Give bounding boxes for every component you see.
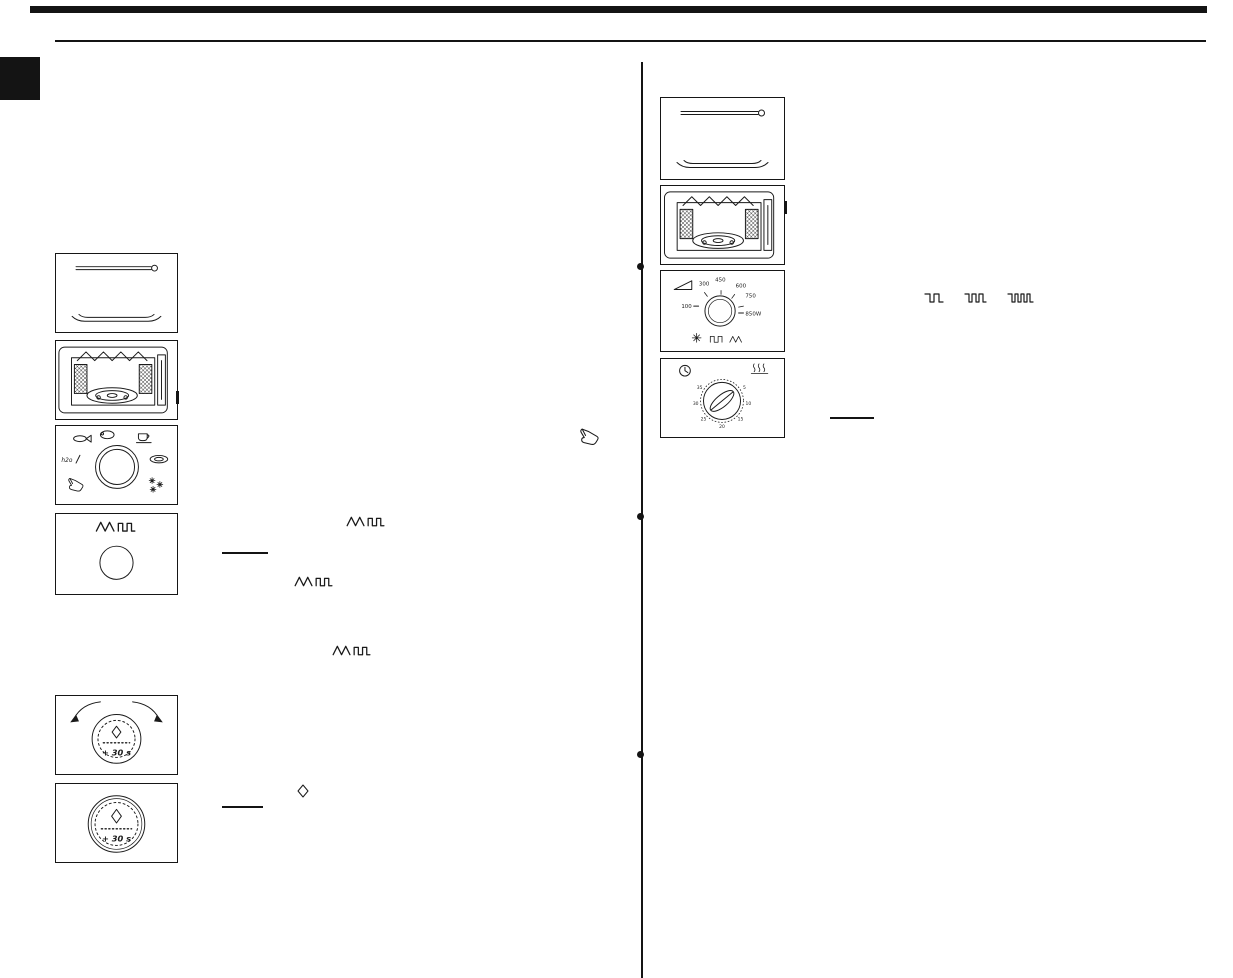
water-label: h2o bbox=[61, 458, 72, 464]
hand-press-icon bbox=[578, 427, 599, 446]
grill-zigzag-icon bbox=[729, 335, 742, 343]
power-level-3-icon bbox=[1007, 293, 1034, 303]
power-label-450: 450 bbox=[715, 278, 726, 284]
power-label-300: 300 bbox=[699, 282, 710, 288]
dial-knob bbox=[703, 381, 742, 420]
timer-number: 35 bbox=[697, 385, 703, 391]
plus-30s-label: + 30 s bbox=[102, 834, 131, 844]
frozen-food-icon bbox=[148, 477, 164, 493]
water-slash bbox=[75, 454, 81, 464]
timer-number: 5 bbox=[743, 385, 746, 391]
bullet-marker: • bbox=[637, 263, 644, 270]
steam-dish-icon bbox=[750, 363, 769, 375]
start-diamond-icon bbox=[111, 725, 122, 739]
grill-element-icon bbox=[677, 110, 768, 168]
grill-element-icon bbox=[72, 265, 161, 321]
grill-microwave-combi-icon bbox=[292, 573, 334, 590]
power-label-750: 750 bbox=[745, 293, 756, 299]
figure-power-dial: 300 450 600 750 850W 100 bbox=[660, 270, 785, 352]
underline-rule bbox=[222, 552, 268, 554]
figure-grill-element-right bbox=[660, 97, 785, 180]
cup-icon bbox=[136, 433, 152, 444]
figure-oven-open-right bbox=[660, 185, 785, 265]
door-edge-mark bbox=[784, 201, 787, 214]
plate-icon bbox=[149, 454, 169, 464]
power-label-600: 600 bbox=[736, 284, 747, 290]
start-diamond-icon bbox=[111, 808, 122, 824]
bullet-marker: • bbox=[637, 513, 644, 520]
rotate-left-arrow-icon bbox=[73, 701, 101, 719]
power-wedge-icon bbox=[673, 280, 693, 291]
microwave-wave-icon bbox=[709, 335, 723, 343]
rotate-right-arrow-icon bbox=[132, 701, 160, 719]
plus-30s-label: + 30 s bbox=[102, 747, 131, 757]
door-edge-mark bbox=[176, 391, 179, 404]
figure-combi-dial bbox=[55, 513, 178, 595]
timer-number: 10 bbox=[745, 401, 751, 407]
page-edge-tab bbox=[0, 57, 40, 100]
power-level-1-icon bbox=[924, 293, 944, 303]
top-bar bbox=[30, 6, 1207, 13]
start-diamond-icon bbox=[297, 784, 309, 798]
timer-number: 30 bbox=[693, 401, 699, 407]
power-label-850: 850W bbox=[745, 311, 761, 317]
poultry-icon bbox=[99, 430, 115, 440]
tick-ring bbox=[700, 379, 744, 423]
underline-rule bbox=[222, 806, 263, 808]
dial-knob bbox=[95, 445, 139, 489]
header-rule bbox=[55, 40, 1206, 42]
figure-start-dial-arrows: + 30 s bbox=[55, 695, 178, 775]
figure-timer-dial: 5 10 15 20 25 30 35 bbox=[660, 358, 785, 438]
hand-icon bbox=[68, 477, 84, 492]
grill-microwave-combi-icon bbox=[330, 642, 372, 659]
power-label-100: 100 bbox=[681, 304, 692, 310]
open-oven-icon bbox=[59, 347, 167, 413]
grill-microwave-combi-icon bbox=[95, 521, 136, 532]
fish-icon bbox=[73, 434, 92, 443]
dial-knob bbox=[704, 295, 736, 327]
timer-number: 15 bbox=[738, 416, 744, 422]
figure-grill-element-left bbox=[55, 253, 178, 333]
underline-rule bbox=[830, 417, 874, 419]
grill-microwave-combi-icon bbox=[344, 513, 386, 530]
figure-start-dial: + 30 s bbox=[55, 783, 178, 863]
defrost-icon bbox=[691, 333, 702, 343]
column-divider bbox=[641, 62, 643, 978]
open-oven-icon bbox=[664, 192, 773, 258]
figure-oven-open-left bbox=[55, 340, 178, 420]
figure-food-dial: h2o bbox=[55, 425, 178, 505]
timer-number: 20 bbox=[719, 424, 725, 430]
clock-icon bbox=[679, 364, 691, 377]
bullet-marker: • bbox=[637, 751, 644, 758]
dial-knob bbox=[99, 545, 134, 580]
timer-number: 25 bbox=[701, 416, 707, 422]
power-level-2-icon bbox=[964, 293, 987, 303]
